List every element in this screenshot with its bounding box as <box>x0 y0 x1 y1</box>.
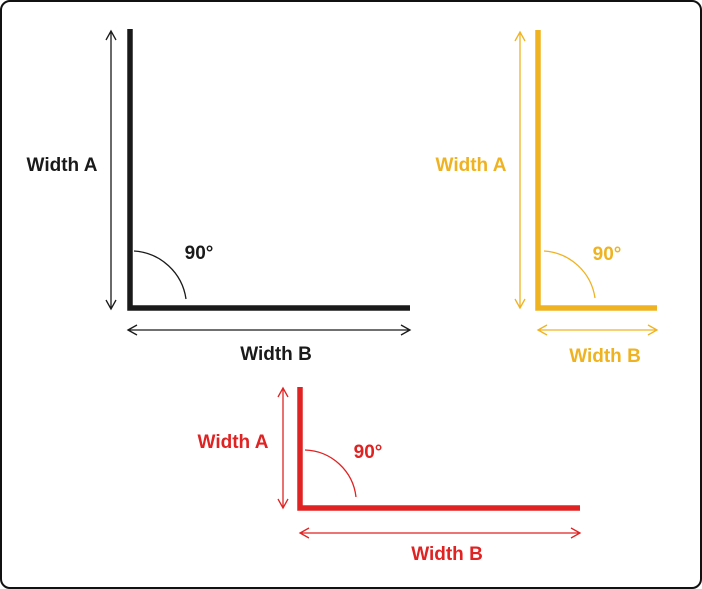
red-angle-shape <box>297 387 580 511</box>
red-width-b-arrow-left-icon <box>298 527 310 539</box>
red-angle-arc <box>304 449 357 498</box>
red-width-a-label: Width A <box>198 432 269 453</box>
black-width-b-arrow-right-icon <box>400 324 412 336</box>
red-width-a-arrow-up-icon <box>277 386 289 398</box>
red-width-b-label: Width B <box>411 544 483 565</box>
black-figure-lines <box>105 29 412 336</box>
black-angle-shape <box>127 29 410 311</box>
red-figure-lines <box>277 386 582 539</box>
gold-width-a-label: Width A <box>436 155 507 176</box>
gold-width-b-label: Width B <box>569 346 641 367</box>
black-figure-labels: Width A Width B 90° <box>27 155 312 365</box>
gold-figure-labels: Width A Width B 90° <box>436 155 641 367</box>
black-width-a-label: Width A <box>27 155 98 176</box>
gold-width-a-arrow-up-icon <box>514 30 526 42</box>
gold-angle-shape <box>535 30 657 311</box>
black-width-a-arrow-down-icon <box>105 299 117 311</box>
gold-width-b-arrow-right-icon <box>647 324 659 336</box>
red-angle-value-label: 90° <box>354 442 383 463</box>
black-angle-value-label: 90° <box>185 243 214 264</box>
black-width-b-label: Width B <box>240 344 312 365</box>
black-width-b-arrow-left-icon <box>126 324 138 336</box>
red-width-a-arrow-down-icon <box>277 498 289 510</box>
gold-width-a-arrow-down-icon <box>514 298 526 310</box>
gold-width-b-arrow-left-icon <box>536 324 548 336</box>
gold-figure-lines <box>514 30 659 336</box>
gold-angle-value-label: 90° <box>593 244 622 265</box>
gold-angle-arc <box>543 250 596 299</box>
black-width-a-arrow-up-icon <box>105 29 117 41</box>
black-angle-arc <box>133 250 187 300</box>
red-figure-labels: Width A Width B 90° <box>198 432 483 565</box>
red-width-b-arrow-right-icon <box>570 527 582 539</box>
